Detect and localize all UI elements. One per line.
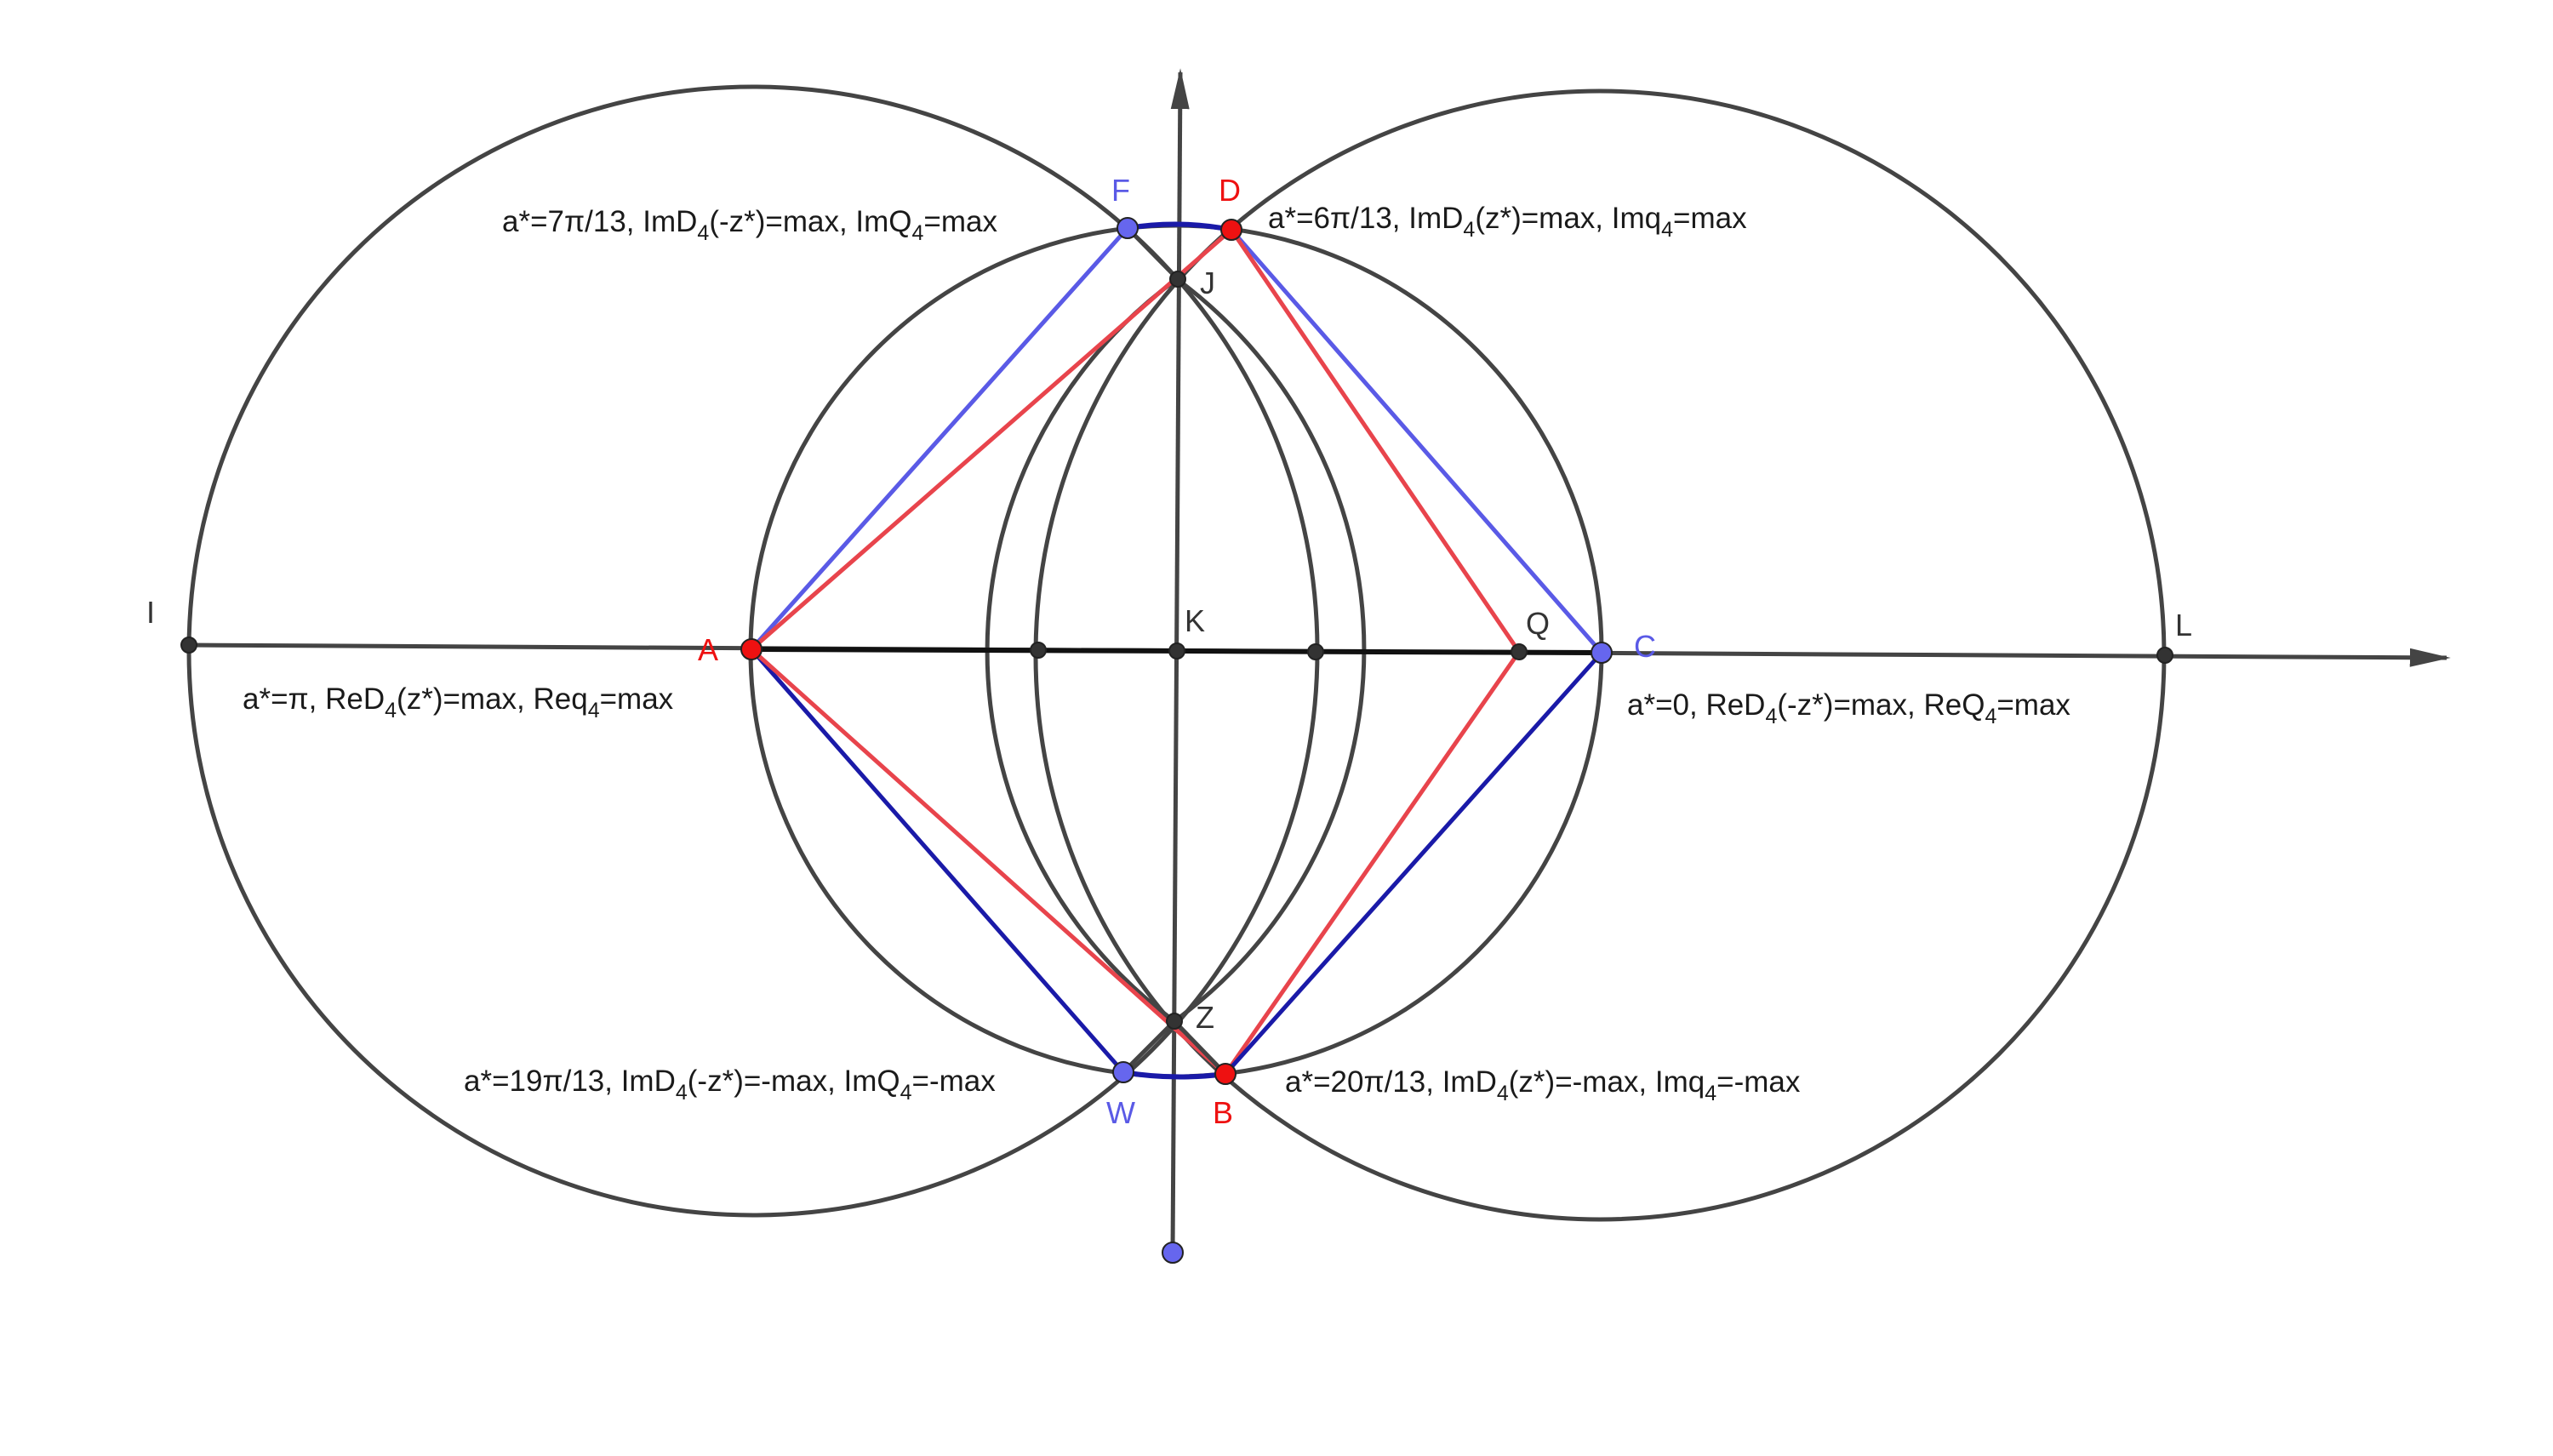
point-F [1117, 217, 1139, 239]
point-inner-left [1030, 642, 1047, 659]
edge-A-F [750, 226, 1129, 651]
point-A [740, 638, 762, 660]
edge-A-W [750, 648, 1125, 1074]
point-C [1591, 642, 1613, 664]
label-I: I [146, 595, 155, 630]
edge-A-B [750, 648, 1227, 1076]
point-J [1169, 271, 1186, 288]
point-inner-right [1307, 643, 1324, 660]
annotation-B: a*=20π/13, ImD4(z*)=-max, Imq4=-max [1285, 1065, 1801, 1105]
point-D [1220, 219, 1242, 241]
edge-D-C [1230, 228, 1603, 654]
label-W: W [1106, 1095, 1135, 1130]
edge-D-Q [1229, 228, 1522, 654]
axis-end-point [1162, 1242, 1184, 1264]
point-W [1112, 1061, 1134, 1083]
label-A: A [698, 632, 718, 667]
edge-F-Z [1128, 228, 1174, 1021]
edge-C-B [1224, 651, 1603, 1076]
point-Q [1511, 643, 1528, 660]
point-L [2156, 647, 2173, 664]
edge-Z-B [1173, 1019, 1227, 1076]
label-K: K [1185, 603, 1205, 638]
point-K [1168, 642, 1185, 659]
annotation-W: a*=19π/13, ImD4(-z*)=-max, ImQ4=-max [464, 1065, 996, 1105]
label-D: D [1219, 173, 1241, 208]
polygon-edges [750, 221, 1603, 1080]
edge-W-Z [1122, 1019, 1176, 1074]
arc-F-D [1127, 221, 1232, 232]
vertical-axis [1170, 68, 1190, 1253]
annotation-A: a*=π, ReD4(z*)=max, Req4=max [243, 682, 674, 722]
edge-F-J [1126, 226, 1179, 281]
label-L: L [2175, 608, 2192, 642]
label-B: B [1213, 1095, 1233, 1130]
label-Q: Q [1526, 606, 1550, 641]
point-I [180, 637, 197, 654]
annotation-F: a*=7π/13, ImD4(-z*)=max, ImQ4=max [502, 205, 997, 245]
points [180, 217, 2173, 1264]
label-F: F [1111, 173, 1130, 208]
point-B [1214, 1063, 1237, 1085]
label-J: J [1200, 266, 1215, 300]
edge-Q-B [1223, 650, 1522, 1076]
label-Z: Z [1196, 1000, 1214, 1035]
label-C: C [1634, 629, 1656, 664]
point-labels: F D J I A K Q C L Z W B [146, 173, 2192, 1130]
annotations: a*=6π/13, ImD4(z*)=max, Imq4=max a*=7π/1… [243, 202, 2070, 1105]
annotation-C: a*=0, ReD4(-z*)=max, ReQ4=max [1627, 688, 2070, 728]
point-Z [1166, 1013, 1183, 1030]
annotation-D: a*=6π/13, ImD4(z*)=max, Imq4=max [1268, 202, 1747, 242]
edge-A-D [750, 228, 1233, 651]
